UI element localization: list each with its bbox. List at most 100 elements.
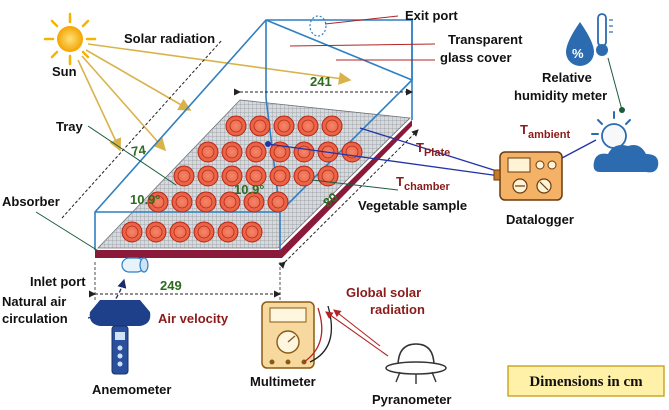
rh-wire bbox=[607, 57, 623, 111]
vegetable-slice-core bbox=[175, 195, 189, 209]
vegetable-slice bbox=[293, 165, 315, 187]
vegetable-slice-core bbox=[253, 119, 267, 133]
vegetable-slice-core bbox=[221, 225, 235, 239]
vegetable-slice bbox=[225, 115, 247, 137]
vegetable-slice-core bbox=[225, 145, 239, 159]
inlet-port-label: Inlet port bbox=[30, 274, 86, 289]
t-plate-sensor bbox=[265, 141, 271, 147]
air-flow-arrow bbox=[87, 278, 127, 319]
dim-bottom-length: 249 bbox=[160, 278, 182, 293]
inlet-port-icon bbox=[121, 257, 149, 273]
vegetable-slice bbox=[193, 221, 215, 243]
svg-text:%: % bbox=[572, 46, 584, 61]
vegetable-slice bbox=[173, 165, 195, 187]
dim-angle-left: 10.9° bbox=[130, 192, 161, 207]
vegetable-sample-label: Vegetable sample bbox=[358, 198, 467, 213]
vegetable-slice bbox=[243, 191, 265, 213]
ambient-wire bbox=[561, 139, 597, 159]
vegetable-slice bbox=[241, 221, 263, 243]
vegetable-slice-core bbox=[177, 169, 191, 183]
vegetable-slice bbox=[341, 141, 363, 163]
vegetable-slice bbox=[269, 165, 291, 187]
absorber-label: Absorber bbox=[2, 194, 60, 209]
tray-label: Tray bbox=[56, 119, 84, 134]
multimeter-label: Multimeter bbox=[250, 374, 316, 389]
global-radiation-line2: radiation bbox=[370, 302, 425, 317]
absorber-pointer bbox=[35, 211, 101, 253]
humidity-meter-icon: % bbox=[566, 13, 613, 66]
vegetable-slice-core bbox=[125, 225, 139, 239]
probe-wire-red bbox=[303, 307, 323, 363]
vegetable-slice bbox=[245, 165, 267, 187]
vegetable-slice bbox=[221, 141, 243, 163]
anemometer-label: Anemometer bbox=[92, 382, 171, 397]
vegetable-slice-core bbox=[173, 225, 187, 239]
t-chamber-label: Tchamber bbox=[396, 174, 451, 193]
multimeter-icon bbox=[261, 301, 315, 369]
t-plate-wire bbox=[267, 143, 501, 177]
exit-port-icon bbox=[309, 15, 327, 37]
exit-port-pointer bbox=[324, 15, 399, 25]
dimensions-legend-box: Dimensions in cm bbox=[507, 365, 665, 397]
vegetable-slice-core bbox=[249, 145, 263, 159]
dimensions-note: Dimensions in cm bbox=[529, 374, 643, 390]
vegetable-slice bbox=[293, 141, 315, 163]
vegetable-slice-core bbox=[149, 225, 163, 239]
vegetable-slice bbox=[197, 141, 219, 163]
anemometer-icon bbox=[89, 300, 151, 375]
vegetable-slice-core bbox=[247, 195, 261, 209]
vegetable-slice-core bbox=[199, 195, 213, 209]
vegetable-slice bbox=[245, 141, 267, 163]
radiation-arrow-2 bbox=[325, 311, 389, 357]
exit-port-label: Exit port bbox=[405, 8, 458, 23]
datalogger-label: Datalogger bbox=[506, 212, 574, 227]
ambient-weather-icon bbox=[591, 111, 659, 173]
natural-air-label-line1: Natural air bbox=[2, 294, 66, 309]
solar-radiation-label: Solar radiation bbox=[124, 31, 215, 46]
vegetable-slice-core bbox=[249, 169, 263, 183]
dim-height: 74 bbox=[130, 142, 147, 159]
sun-label: Sun bbox=[52, 64, 77, 79]
vegetable-slice-core bbox=[197, 225, 211, 239]
rh-label-line1: Relative bbox=[542, 70, 592, 85]
vegetable-slice bbox=[171, 191, 193, 213]
vegetable-slice-core bbox=[229, 119, 243, 133]
vegetable-slice bbox=[217, 221, 239, 243]
vegetable-slice-core bbox=[201, 145, 215, 159]
vegetable-slice bbox=[221, 165, 243, 187]
vegetable-slice bbox=[219, 191, 241, 213]
dim-width-line bbox=[278, 129, 419, 269]
cover-pointer bbox=[289, 43, 436, 47]
dim-angle-center: 10.9° bbox=[234, 182, 265, 197]
vegetable-slice bbox=[321, 115, 343, 137]
vegetable-slice-core bbox=[151, 195, 165, 209]
vegetable-slice bbox=[195, 191, 217, 213]
air-velocity-label: Air velocity bbox=[158, 311, 229, 326]
dim-top-length: 241 bbox=[310, 74, 332, 89]
datalogger-icon bbox=[493, 151, 563, 201]
natural-air-label-line2: circulation bbox=[2, 311, 68, 326]
rh-label-line2: humidity meter bbox=[514, 88, 607, 103]
vegetable-samples bbox=[121, 115, 363, 243]
vegetable-slice bbox=[169, 221, 191, 243]
vegetable-slice bbox=[121, 221, 143, 243]
solar-rays bbox=[77, 43, 352, 152]
vegetable-slice-core bbox=[245, 225, 259, 239]
vegetable-slice-core bbox=[201, 169, 215, 183]
pyranometer-icon bbox=[385, 343, 447, 384]
pyranometer-label: Pyranometer bbox=[372, 392, 451, 407]
cover-label-line1: Transparent bbox=[448, 32, 523, 47]
t-ambient-label: Tambient bbox=[520, 122, 570, 141]
vegetable-slice bbox=[197, 165, 219, 187]
vegetable-slice-core bbox=[223, 195, 237, 209]
vegetable-slice bbox=[273, 115, 295, 137]
vegetable-slice bbox=[147, 191, 169, 213]
global-radiation-line1: Global solar bbox=[346, 285, 421, 300]
vegetable-slice bbox=[267, 191, 289, 213]
tray-pointer bbox=[87, 125, 177, 186]
vegetable-slice bbox=[145, 221, 167, 243]
vegetable-slice bbox=[297, 115, 319, 137]
t-chamber-wire bbox=[359, 127, 501, 173]
t-plate-label: TPlate bbox=[416, 140, 450, 159]
